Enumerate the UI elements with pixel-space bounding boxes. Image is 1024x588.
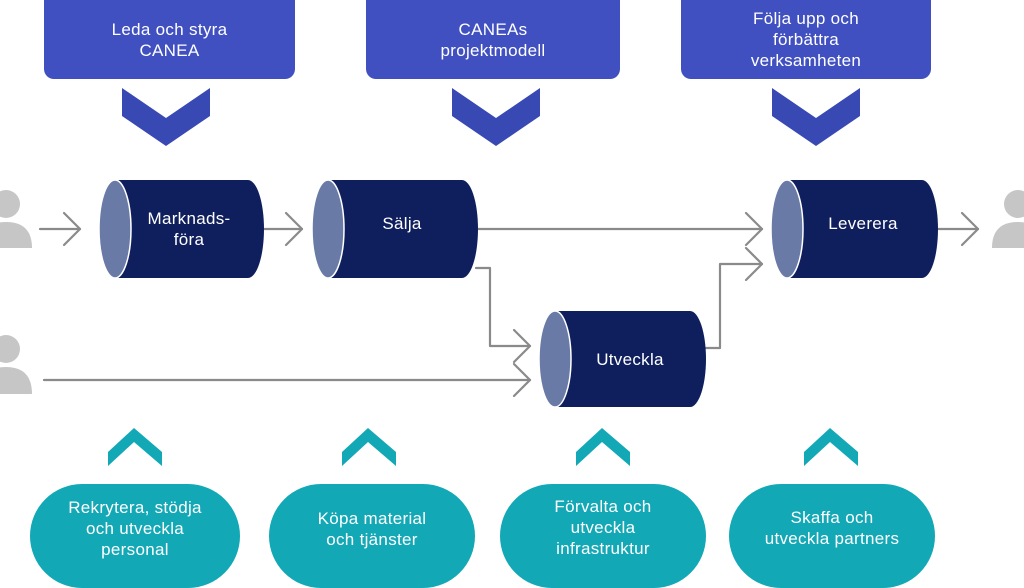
process-utveckla (538, 310, 706, 408)
chevron-down-icon (772, 88, 860, 146)
customer-left-person-icon (0, 190, 32, 248)
top-box-text: CANEAs projektmodell (440, 19, 546, 60)
chevron-down-icon (452, 88, 540, 146)
process-label: Sälja (382, 213, 422, 233)
chevron-up-icon (804, 428, 858, 466)
top-box-leda: Leda och styra CANEA (44, 0, 295, 79)
support-partners: Skaffa och utveckla partners (729, 484, 935, 588)
top-box-text: Leda och styra CANEA (111, 19, 228, 60)
process-label: Utveckla (596, 349, 664, 369)
support-text: Skaffa och utveckla partners (764, 508, 900, 548)
support-material: Köpa material och tjänster (269, 484, 475, 588)
chevron-up-icon (342, 428, 396, 466)
support-text: Rekrytera, stödja och utveckla personal (68, 498, 202, 559)
process-diagram (0, 88, 1024, 466)
support-text: Köpa material och tjänster (317, 509, 427, 549)
flow-connectors (38, 211, 980, 398)
top-box-folja-upp: Följa upp och förbättra verksamheten (681, 0, 931, 79)
process-leverera (770, 179, 938, 279)
process-label: Leverera (828, 213, 898, 233)
chevron-up-icon (576, 428, 630, 466)
top-box-text: Följa upp och förbättra verksamheten (750, 9, 862, 70)
chevron-down-icon (122, 88, 210, 146)
support-personal: Rekrytera, stödja och utveckla personal (30, 484, 240, 588)
top-box-projektmodell: CANEAs projektmodell (366, 0, 620, 79)
support-text: Förvalta och utveckla infrastruktur (554, 497, 652, 558)
process-salja (311, 179, 478, 279)
chevron-up-icon (108, 428, 162, 466)
employee-person-icon (0, 335, 32, 394)
process-label: Marknads- föra (147, 209, 231, 249)
process-marknadsfora (98, 179, 264, 279)
support-infrastruktur: Förvalta och utveckla infrastruktur (500, 484, 706, 588)
customer-right-person-icon (992, 190, 1024, 248)
